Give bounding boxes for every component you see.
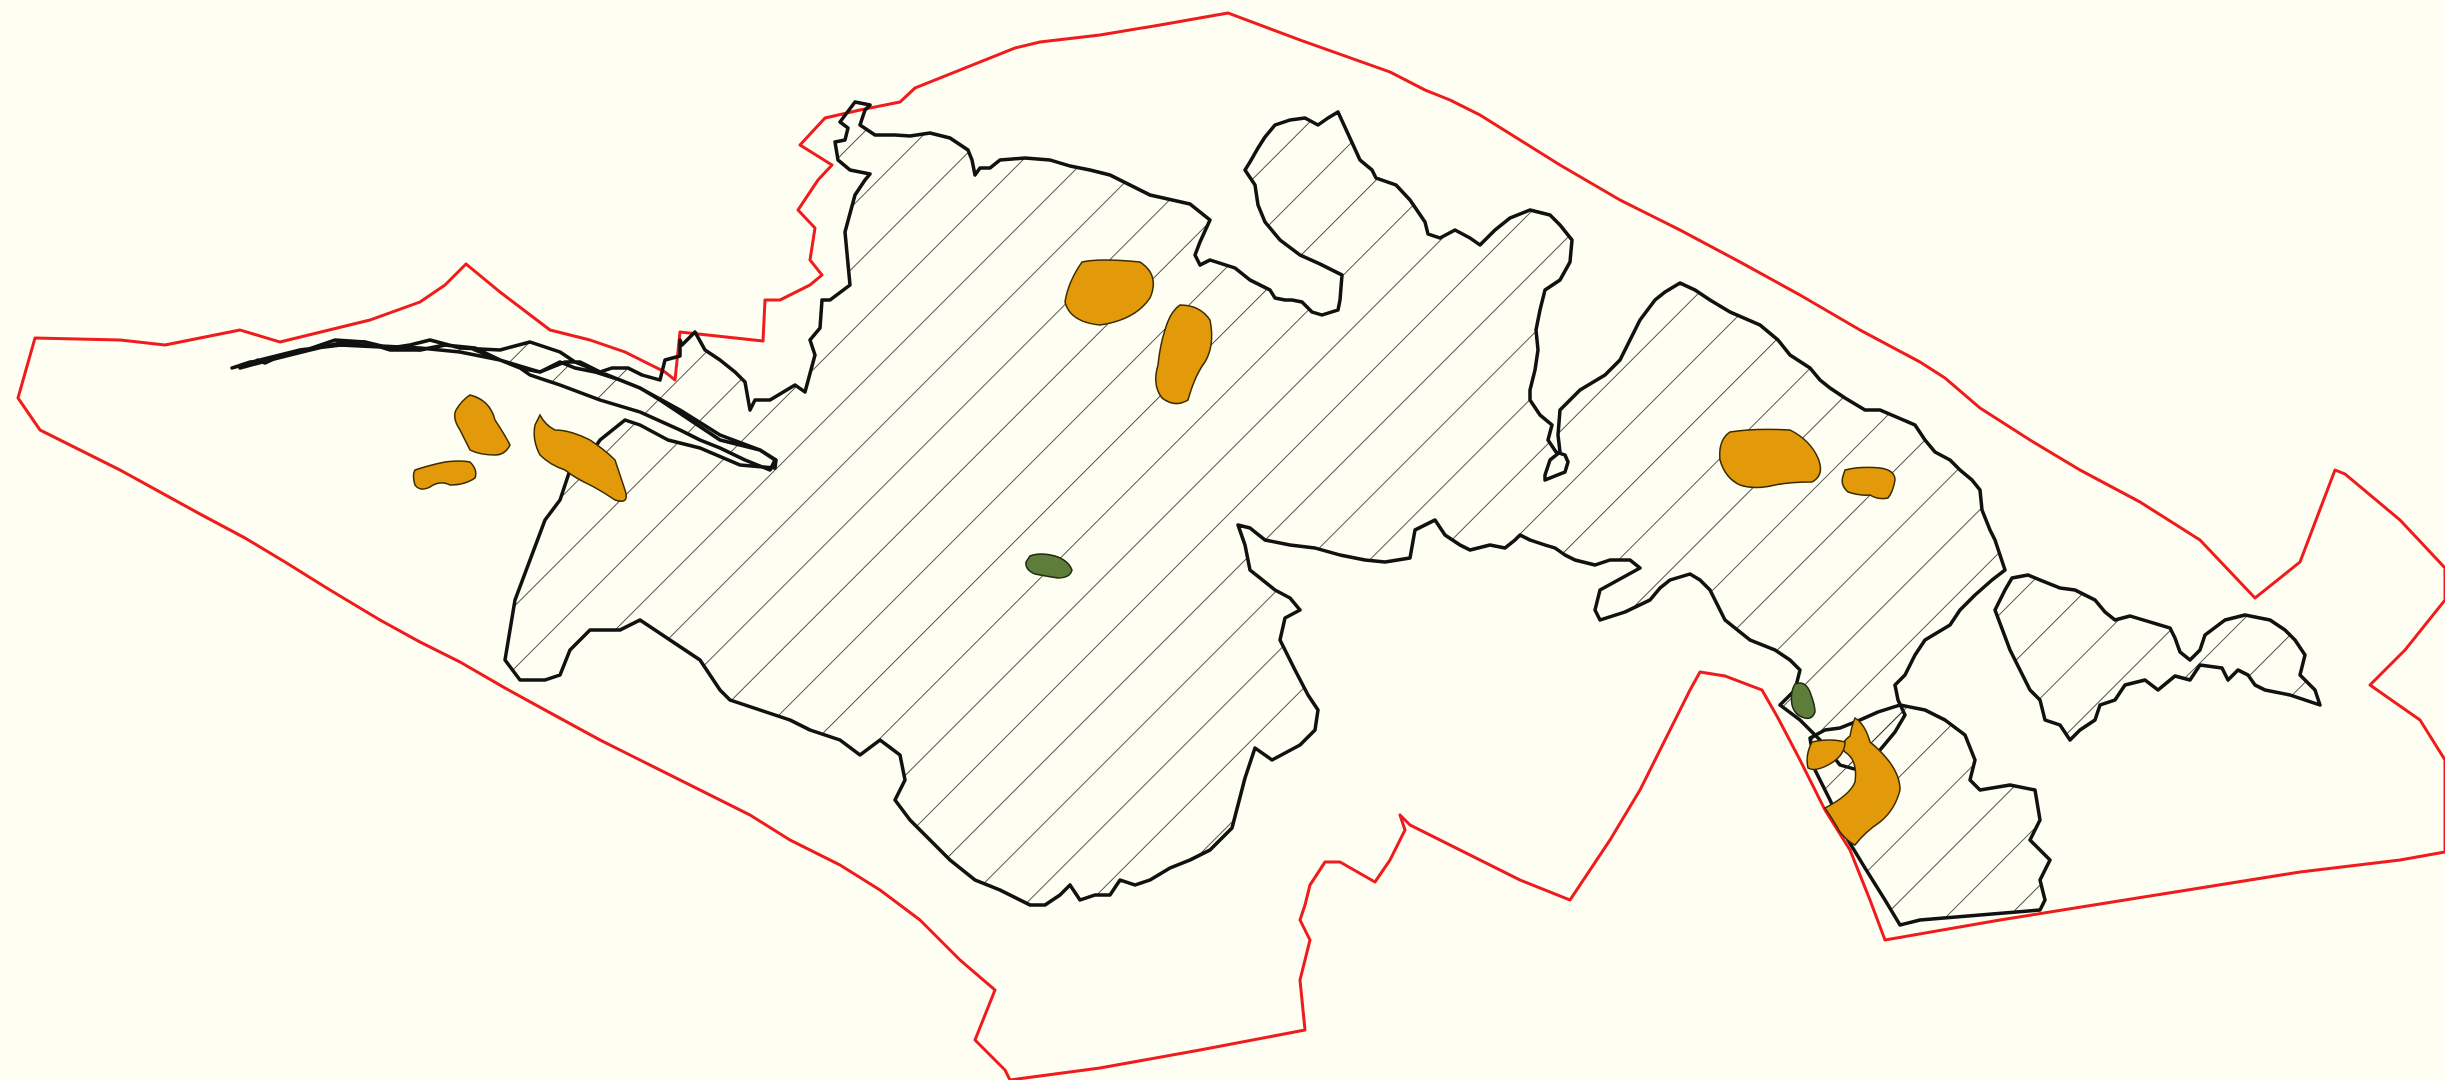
orange-patch (1718, 428, 1822, 489)
green-patch (1025, 553, 1073, 579)
orange-patch (453, 394, 511, 456)
orange-patch (533, 413, 627, 502)
orange-patch (412, 460, 477, 490)
study-area-boundary (16, 11, 2445, 1080)
hatched-region-east (1993, 573, 2322, 742)
hatched-region-main[interactable] (230, 100, 2007, 907)
orange-patch (1841, 466, 1896, 500)
orange-patch (1064, 259, 1155, 326)
orange-patch (1806, 739, 1846, 771)
green-patch (1790, 682, 1816, 720)
orange-patch (1155, 304, 1213, 405)
